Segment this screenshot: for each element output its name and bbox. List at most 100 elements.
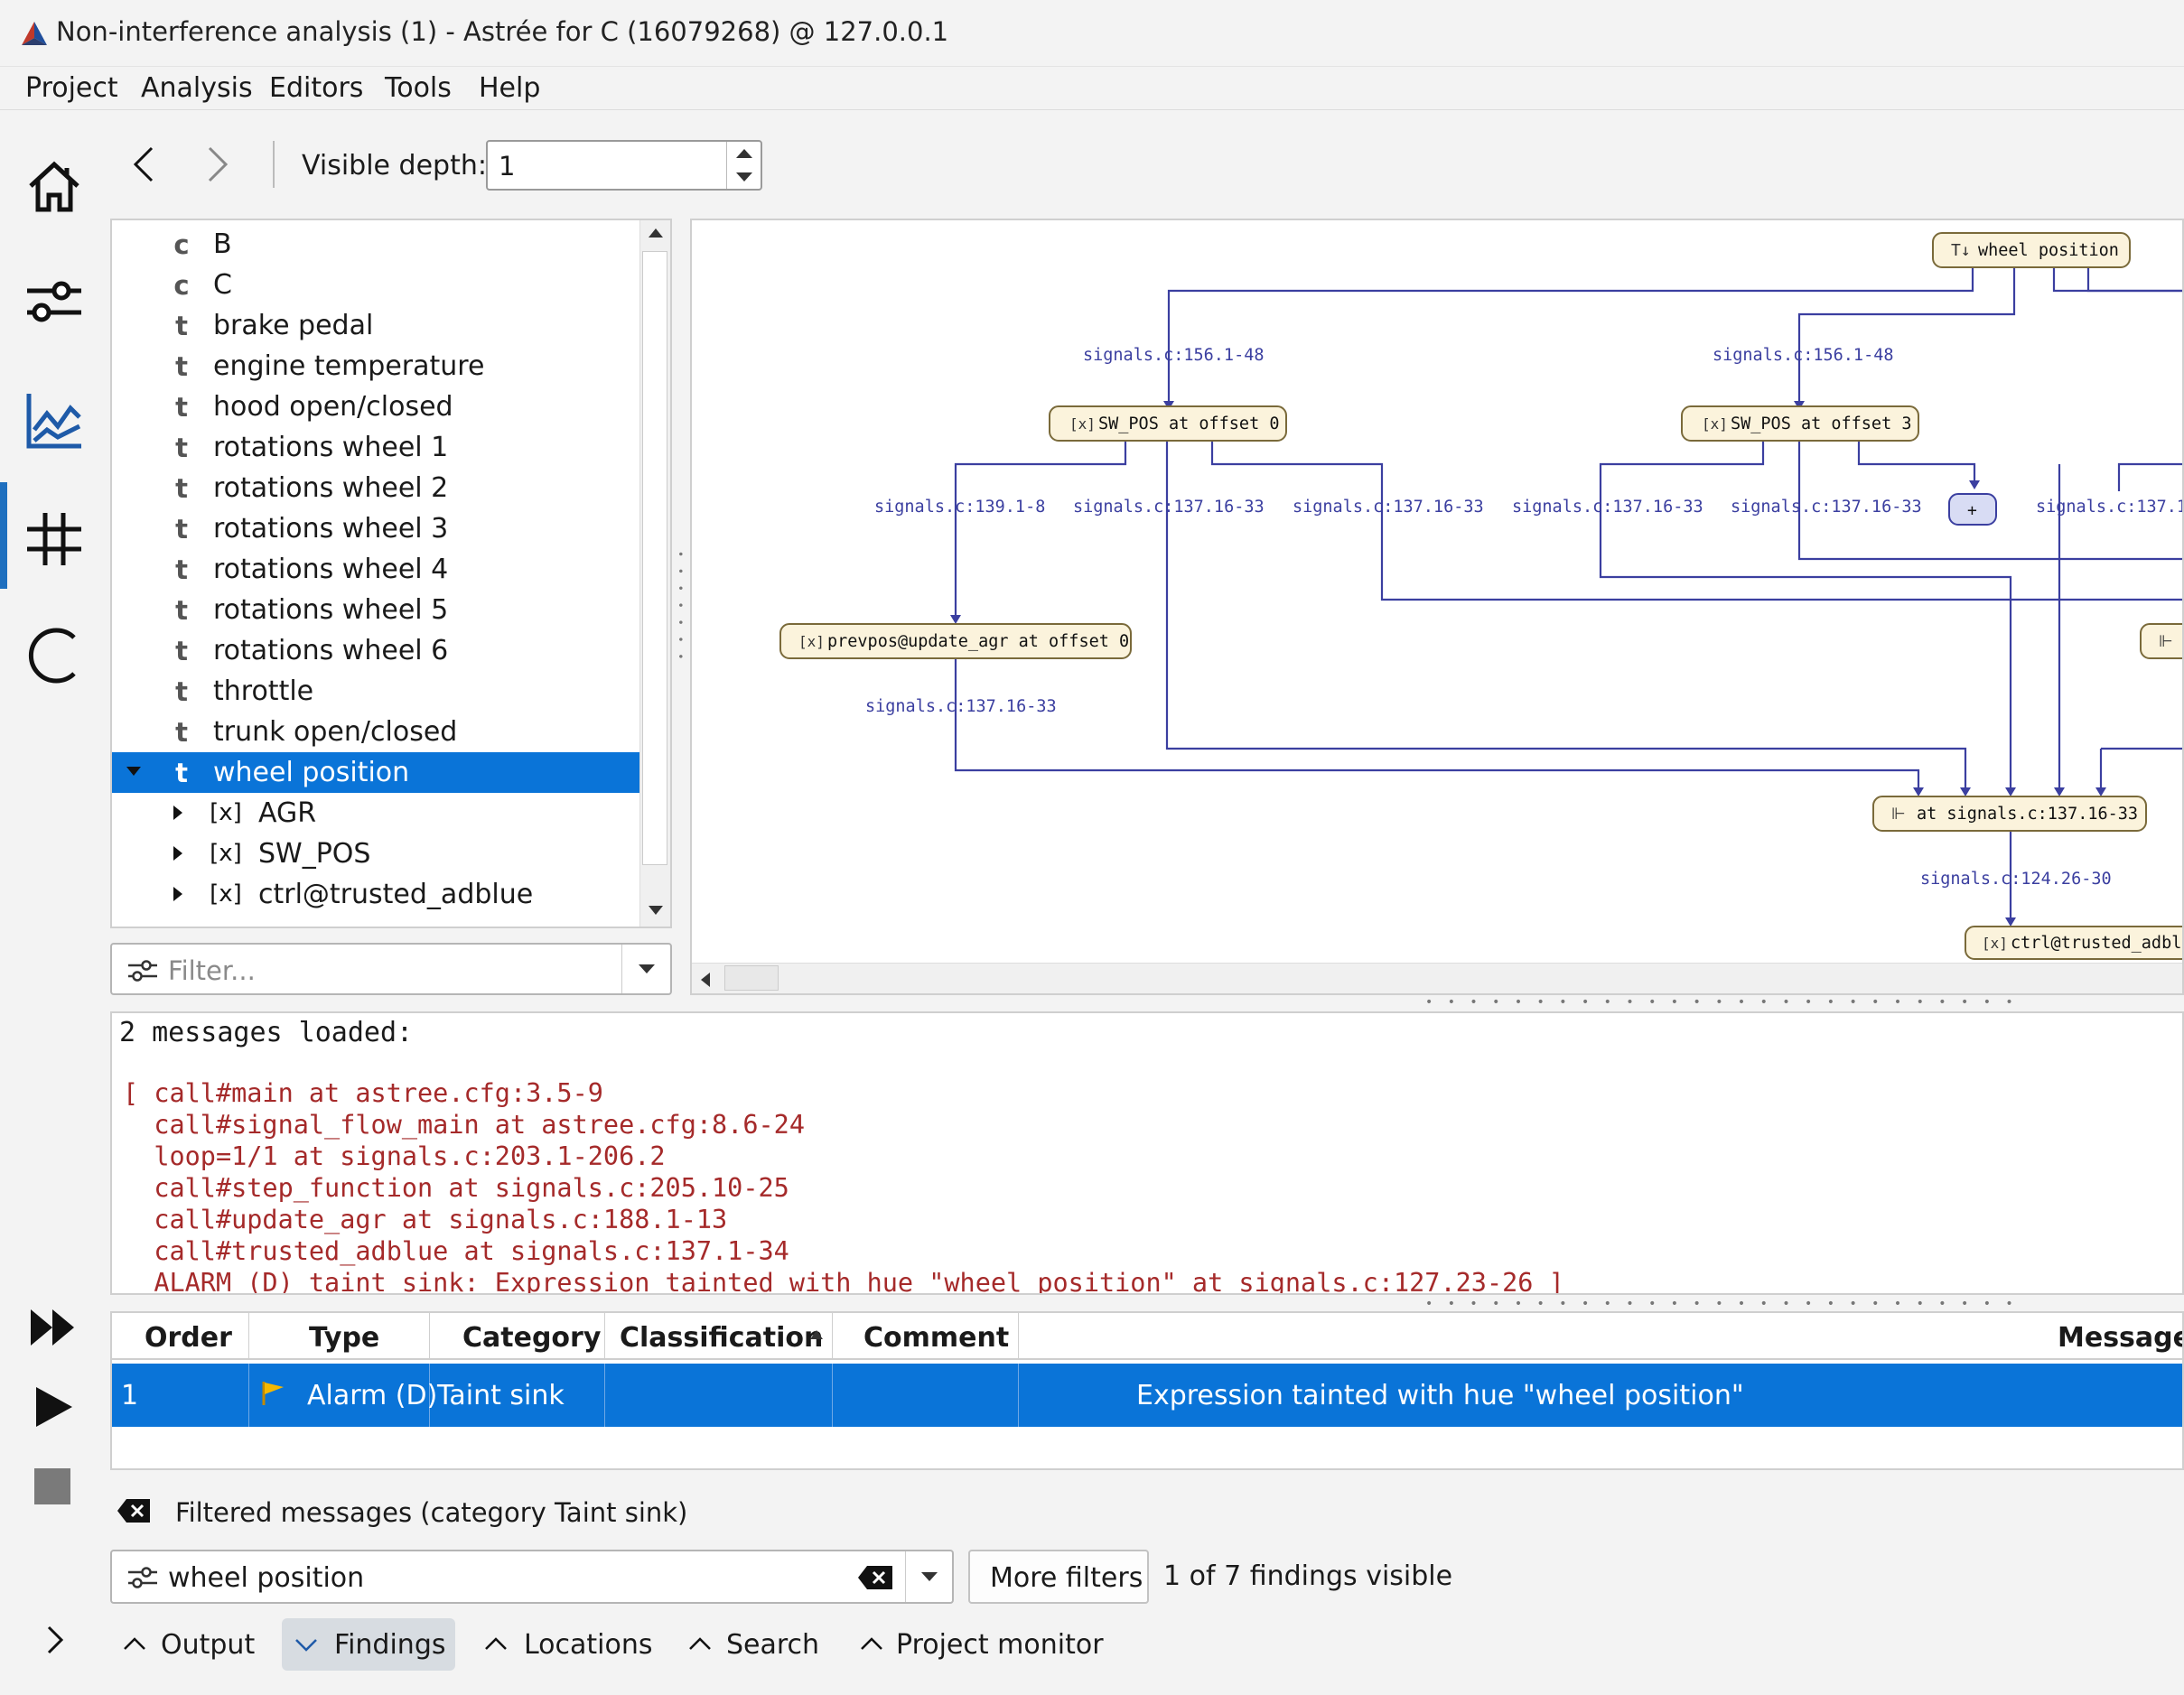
c-icon[interactable] xyxy=(23,625,85,686)
cell-classification[interactable] xyxy=(605,1364,833,1427)
sort-asc-icon xyxy=(810,1330,823,1339)
edge-label: signals.c:156.1-48 xyxy=(1713,346,1893,365)
column-category[interactable]: Category xyxy=(430,1313,605,1360)
console-line: [ call#main at astree.cfg:3.5-9 xyxy=(123,1078,603,1108)
findings-search-input[interactable]: wheel position xyxy=(110,1550,954,1604)
tree-item[interactable]: t rotations wheel 5 xyxy=(112,590,641,630)
visible-depth-value[interactable]: 1 xyxy=(499,151,516,182)
menu-project[interactable]: Project xyxy=(25,72,118,104)
tree-filter-input[interactable]: Filter... xyxy=(110,943,672,995)
column-message[interactable]: Message xyxy=(1019,1313,2182,1360)
message-console[interactable]: 2 messages loaded: [ call#main at astree… xyxy=(110,1011,2184,1295)
column-order[interactable]: Order xyxy=(112,1313,249,1360)
filter-dropdown-button[interactable] xyxy=(621,945,670,993)
tree-scrollbar[interactable] xyxy=(639,220,670,927)
column-comment-label: Comment xyxy=(863,1322,1010,1354)
play-icon[interactable] xyxy=(27,1382,78,1432)
horizontal-splitter[interactable]: • • • • • • • • • • • • • • • • • • • • … xyxy=(1425,995,2019,1010)
tree-item[interactable]: [x] ctrl@trusted_adblue xyxy=(112,874,641,915)
tree-item[interactable]: t throttle xyxy=(112,671,641,712)
tree-item[interactable]: t trunk open/closed xyxy=(112,712,641,752)
menu-help[interactable]: Help xyxy=(479,72,541,104)
visible-depth-spinbox[interactable]: 1 xyxy=(486,140,762,191)
clear-input-icon[interactable] xyxy=(856,1564,894,1591)
node-ctrl[interactable]: [x] ctrl@trusted_adblue xyxy=(1965,926,2184,960)
collapse-arrow-icon[interactable] xyxy=(125,765,143,778)
more-filters-button[interactable]: More filters xyxy=(968,1550,1149,1604)
scroll-down-icon[interactable] xyxy=(648,905,664,916)
node-prevpos[interactable]: [x] prevpos@update_agr at offset 0 xyxy=(779,623,1132,659)
spin-down-icon[interactable] xyxy=(734,171,754,183)
edge-label: signals.c:137.16-33 xyxy=(1073,498,1265,517)
spin-buttons[interactable] xyxy=(726,142,761,189)
tab-label: Project monitor xyxy=(896,1629,1104,1661)
node-sw-pos-3[interactable]: [x] SW_POS at offset 3 xyxy=(1681,405,1919,442)
horizontal-splitter[interactable]: • • • • • • • • • • • • • • • • • • • • … xyxy=(1425,1297,2019,1311)
tree-item[interactable]: t hood open/closed xyxy=(112,386,641,427)
findings-search-value[interactable]: wheel position xyxy=(168,1562,365,1594)
tree-item[interactable]: t rotations wheel 3 xyxy=(112,508,641,549)
chevron-up-icon xyxy=(124,1637,145,1650)
arrowhead xyxy=(1969,480,1980,489)
column-comment[interactable]: Comment xyxy=(833,1313,1019,1360)
node-plus[interactable]: + xyxy=(1948,493,1997,526)
scroll-thumb[interactable] xyxy=(642,251,667,865)
menu-editors[interactable]: Editors xyxy=(269,72,364,104)
forward-icon[interactable] xyxy=(199,143,235,186)
node-label: ctrl@trusted_adblue xyxy=(2011,934,2184,953)
cell-comment[interactable] xyxy=(833,1364,1019,1427)
tree-item[interactable]: t rotations wheel 1 xyxy=(112,427,641,468)
hue-tree[interactable]: c B c C t brake pedal t engine temperatu… xyxy=(110,219,672,928)
chart-icon[interactable] xyxy=(23,390,85,452)
spin-up-icon[interactable] xyxy=(734,147,754,160)
graph-edge xyxy=(1599,441,2012,795)
scroll-left-icon[interactable] xyxy=(699,972,712,988)
stop-icon[interactable] xyxy=(27,1461,78,1512)
node-at-signals[interactable]: ⊩ at signals.c:137.16-33 xyxy=(1872,796,2147,832)
expand-sidebar-icon[interactable] xyxy=(42,1615,69,1665)
back-icon[interactable] xyxy=(126,143,163,186)
expand-arrow-icon[interactable] xyxy=(172,804,184,822)
tree-item[interactable]: [x] AGR xyxy=(112,793,641,834)
graph-edge xyxy=(1167,267,1974,408)
tab-findings[interactable]: Findings xyxy=(282,1618,455,1671)
table-row[interactable]: 1 Alarm (D) Taint sink Expression tainte… xyxy=(112,1364,2182,1427)
tree-item[interactable]: t rotations wheel 6 xyxy=(112,630,641,671)
tree-item[interactable]: t rotations wheel 2 xyxy=(112,468,641,508)
tree-item[interactable]: c C xyxy=(112,265,641,305)
tree-item[interactable]: c B xyxy=(112,224,641,265)
menu-analysis[interactable]: Analysis xyxy=(141,72,253,104)
hash-icon[interactable] xyxy=(23,508,85,569)
tree-item[interactable]: [x] SW_POS xyxy=(112,834,641,874)
expand-arrow-icon[interactable] xyxy=(172,885,184,903)
node-partial-right[interactable]: ⊩ xyxy=(2140,623,2184,659)
scroll-up-icon[interactable] xyxy=(648,228,664,238)
findings-search-dropdown[interactable] xyxy=(905,1551,952,1602)
findings-table[interactable]: Order Type Category Classification Comme… xyxy=(110,1311,2184,1470)
menu-tools[interactable]: Tools xyxy=(385,72,452,104)
vertical-splitter[interactable]: • • • • • • • xyxy=(674,551,686,664)
tab-output[interactable]: Output xyxy=(112,1618,257,1671)
expand-arrow-icon[interactable] xyxy=(172,844,184,862)
signal-flow-graph[interactable]: signals.c:156.1-48 signals.c:156.1-48 si… xyxy=(690,219,2184,995)
tree-item-selected[interactable]: t wheel position xyxy=(112,752,641,793)
column-type[interactable]: Type xyxy=(249,1313,430,1360)
node-sw-pos-0[interactable]: [x] SW_POS at offset 0 xyxy=(1049,405,1287,442)
arrowhead xyxy=(2005,917,2016,927)
tree-item[interactable]: t brake pedal xyxy=(112,305,641,346)
tree-item[interactable]: t engine temperature xyxy=(112,346,641,386)
scroll-thumb[interactable] xyxy=(724,965,779,991)
home-icon[interactable] xyxy=(23,155,85,217)
chevron-down-icon xyxy=(295,1639,317,1652)
node-wheel-position[interactable]: T↓ wheel position xyxy=(1932,232,2131,268)
tab-search[interactable]: Search xyxy=(677,1618,831,1671)
tree-item[interactable]: t rotations wheel 4 xyxy=(112,549,641,590)
sliders-icon[interactable] xyxy=(23,271,85,332)
column-classification[interactable]: Classification xyxy=(605,1313,833,1360)
graph-h-scrollbar[interactable] xyxy=(692,963,2182,993)
tab-locations[interactable]: Locations xyxy=(473,1618,654,1671)
fast-forward-icon[interactable] xyxy=(27,1302,78,1353)
column-category-label: Category xyxy=(462,1322,602,1354)
tab-project-monitor[interactable]: Project monitor xyxy=(849,1618,1111,1671)
clear-filter-icon[interactable] xyxy=(116,1497,152,1524)
